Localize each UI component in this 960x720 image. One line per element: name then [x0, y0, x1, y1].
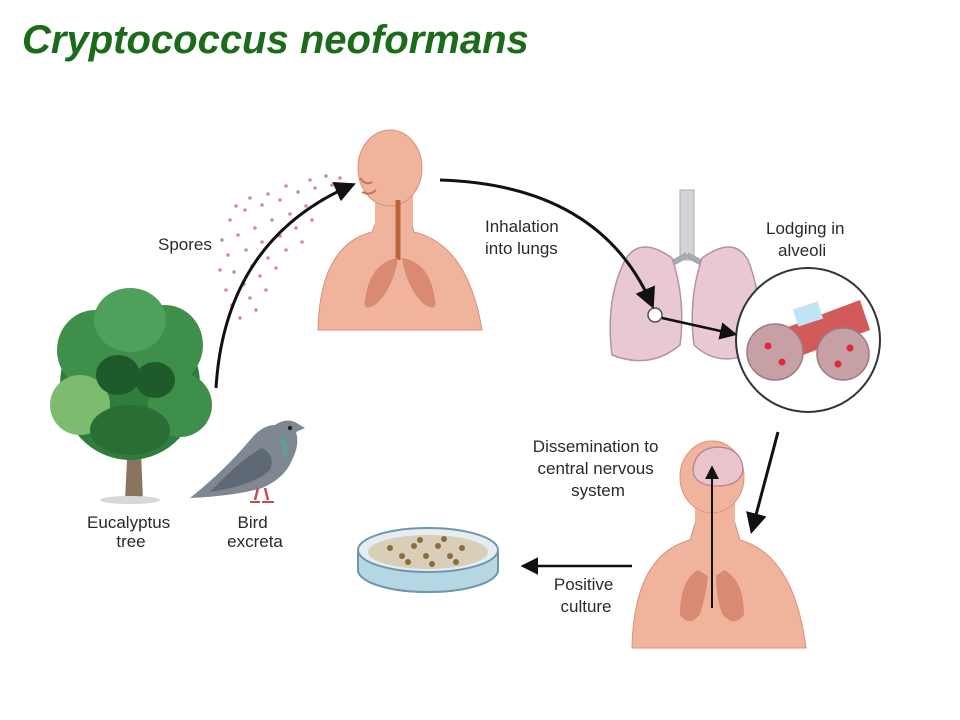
- label-bird: Bird excreta: [227, 513, 283, 551]
- label-culture: Positive culture: [554, 575, 618, 616]
- label-dissemination: Dissemination to central nervous system: [533, 437, 663, 500]
- tree-icon: [50, 288, 212, 504]
- human-bust-icon: [318, 130, 482, 330]
- label-lodging: Lodging in alveoli: [766, 219, 849, 260]
- label-spores: Spores: [158, 235, 212, 254]
- petri-dish-icon: [358, 528, 498, 592]
- brain-icon: [693, 447, 743, 486]
- label-eucalyptus: Eucalyptus tree: [87, 513, 175, 551]
- pigeon-icon: [190, 421, 305, 502]
- arrow-alveoli-to-cns: [752, 432, 778, 530]
- label-inhalation: Inhalation into lungs: [485, 217, 563, 258]
- alveoli-icon: [736, 268, 880, 412]
